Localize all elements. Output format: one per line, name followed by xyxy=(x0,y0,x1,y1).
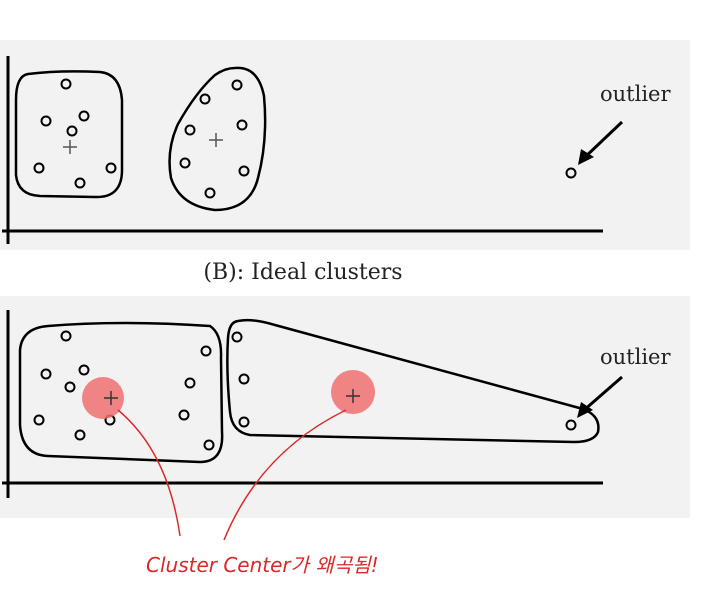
bottom-outlier-label: outlier xyxy=(600,345,671,369)
data-point xyxy=(238,165,250,177)
data-point xyxy=(184,377,196,389)
data-point xyxy=(204,187,216,199)
data-point xyxy=(78,364,90,376)
data-point xyxy=(74,429,86,441)
bottom-cluster-right-boundary xyxy=(226,318,600,444)
data-point xyxy=(231,79,243,91)
top-outlier-point xyxy=(565,167,577,179)
annotation-stroke-right xyxy=(223,409,347,541)
data-point xyxy=(179,157,191,169)
data-point xyxy=(78,110,90,122)
top-cluster-1-points xyxy=(33,78,117,189)
data-point xyxy=(64,381,76,393)
data-point xyxy=(238,373,250,385)
data-point xyxy=(236,119,248,131)
data-point xyxy=(200,345,212,357)
data-point xyxy=(60,78,72,90)
top-outlier-label: outlier xyxy=(600,82,671,106)
bottom-outlier-arrow xyxy=(582,375,623,413)
data-point xyxy=(184,124,196,136)
data-point xyxy=(60,330,72,342)
data-point xyxy=(33,162,45,174)
top-outlier-arrowhead xyxy=(578,149,594,165)
top-cluster-2-points xyxy=(179,79,250,199)
annotation-stroke-left xyxy=(117,409,181,537)
data-point xyxy=(33,414,45,426)
data-point xyxy=(40,115,52,127)
bottom-outlier-arrowhead xyxy=(577,402,593,418)
top-panel-background xyxy=(0,40,690,250)
left-cluster-center xyxy=(104,391,118,405)
left-center-highlight xyxy=(82,377,124,419)
data-point xyxy=(199,93,211,105)
top-panel: outlier xyxy=(2,56,671,244)
bottom-cluster-left-boundary xyxy=(18,321,224,464)
top-cluster-2-boundary xyxy=(168,66,267,212)
data-point xyxy=(178,409,190,421)
data-point xyxy=(66,125,78,137)
caption-ideal-clusters: (B): Ideal clusters xyxy=(203,260,402,285)
bottom-cluster-left-points xyxy=(33,330,215,451)
top-cluster-2-center xyxy=(209,133,223,147)
data-point xyxy=(105,162,117,174)
data-point xyxy=(203,439,215,451)
top-cluster-1-boundary xyxy=(14,70,124,199)
bottom-cluster-right-points xyxy=(231,331,577,431)
data-point xyxy=(231,331,243,343)
right-cluster-center xyxy=(346,389,360,403)
bottom-outlier-point xyxy=(565,419,577,431)
handwritten-annotation: Cluster Center가 왜곡됨! xyxy=(117,409,379,577)
data-point xyxy=(74,177,86,189)
bottom-panel: outlier xyxy=(2,310,671,498)
handwritten-note: Cluster Center가 왜곡됨! xyxy=(146,553,379,577)
top-outlier-arrow xyxy=(581,120,624,161)
top-cluster-1-center xyxy=(63,140,77,154)
data-point xyxy=(40,368,52,380)
data-point xyxy=(238,416,250,428)
